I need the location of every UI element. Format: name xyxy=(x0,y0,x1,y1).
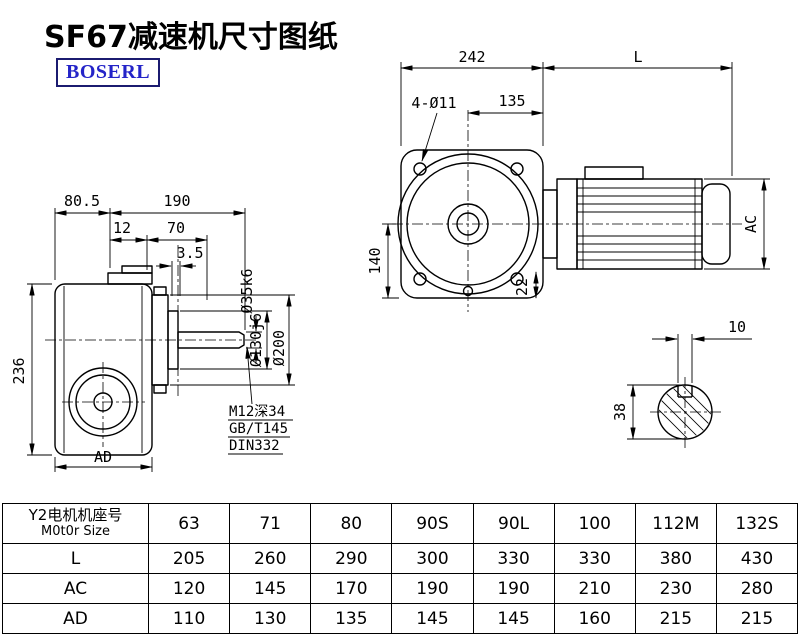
row-label: AD xyxy=(2,603,149,634)
motor-size-header-en: M0t0r Size xyxy=(40,523,111,539)
table-cell: 190 xyxy=(472,573,555,604)
col-header: 100 xyxy=(553,503,636,544)
table-cell: 300 xyxy=(391,543,474,574)
dim-140-label: 140 xyxy=(366,247,384,274)
table-cell: 330 xyxy=(553,543,636,574)
dim-L-label: L xyxy=(633,48,642,66)
side-view-dimensions: 80.5 190 12 70 3.5 236 AD xyxy=(10,192,295,472)
dim-12-label: 12 xyxy=(113,219,131,237)
table-cell: 260 xyxy=(229,543,312,574)
table-cell: 280 xyxy=(715,573,799,604)
dim-AD-label: AD xyxy=(94,448,112,466)
table-row-L: L 205 260 290 300 330 330 380 430 xyxy=(2,543,799,574)
dim-236-label: 236 xyxy=(10,357,28,384)
col-header: 90L xyxy=(472,503,555,544)
bolt-hole xyxy=(413,272,427,286)
table-cell: 230 xyxy=(634,573,717,604)
dim-242-label: 242 xyxy=(458,48,485,66)
technical-drawing: 242 L 4-Ø11 135 140 22 AC xyxy=(10,48,770,472)
dim-22-label: 22 xyxy=(513,278,531,296)
table-cell: 145 xyxy=(472,603,555,634)
dim-keyway-width-label: 10 xyxy=(728,318,746,336)
table-cell: 210 xyxy=(553,573,636,604)
table-cell: 130 xyxy=(229,603,312,634)
logo-text: BOSERL xyxy=(66,61,151,83)
col-header: 71 xyxy=(229,503,312,544)
table-cell: 135 xyxy=(310,603,393,634)
table-row-AD: AD 110 130 135 145 145 160 215 215 xyxy=(2,603,799,634)
dim-135-label: 135 xyxy=(498,92,525,110)
note-din-standard: DIN332 xyxy=(229,438,280,454)
shaft-section-view: 10 38 xyxy=(611,318,752,449)
col-header: 90S xyxy=(391,503,474,544)
table-row-AC: AC 120 145 170 190 190 210 230 280 xyxy=(2,573,799,604)
motor-outline xyxy=(542,166,731,270)
table-cell: 145 xyxy=(391,603,474,634)
boserl-logo: BOSERL xyxy=(56,58,161,87)
dim-AC-label: AC xyxy=(742,215,760,233)
table-cell: 330 xyxy=(472,543,555,574)
table-cell: 215 xyxy=(634,603,717,634)
table-cell: 190 xyxy=(391,573,474,604)
dim-190-label: 190 xyxy=(163,192,190,210)
row-label: L xyxy=(2,543,149,574)
table-cell: 120 xyxy=(147,573,231,604)
col-header: 63 xyxy=(147,503,231,544)
bolt-hole xyxy=(510,272,524,286)
motor-size-header-cn: Y2电机机座号 xyxy=(28,506,123,525)
table-cell: 145 xyxy=(229,573,312,604)
note-tapped-hole: M12深34 xyxy=(229,404,285,420)
table-cell: 205 xyxy=(147,543,231,574)
dim-80-5-label: 80.5 xyxy=(64,192,100,210)
note-gb-standard: GB/T145 xyxy=(229,421,288,437)
bolt-hole xyxy=(413,162,427,176)
table-cell: 290 xyxy=(310,543,393,574)
table-cell: 430 xyxy=(715,543,799,574)
motor-size-header-cell: Y2电机机座号 M0t0r Size xyxy=(2,503,149,544)
dim-shaft-dia-label: Ø35k6 xyxy=(238,268,256,313)
dim-70-label: 70 xyxy=(167,219,185,237)
col-header: 112M xyxy=(634,503,717,544)
table-cell: 170 xyxy=(310,573,393,604)
dim-shaft-38-label: 38 xyxy=(611,403,629,421)
page-title: SF67减速机尺寸图纸 xyxy=(44,20,338,55)
bolt-hole xyxy=(510,162,524,176)
dim-holes-label: 4-Ø11 xyxy=(411,94,456,112)
table-cell: 380 xyxy=(634,543,717,574)
dim-3-5-label: 3.5 xyxy=(176,244,203,262)
table-header-row: Y2电机机座号 M0t0r Size 63 71 80 90S 90L 100 … xyxy=(2,503,799,544)
col-header: 80 xyxy=(310,503,393,544)
terminal-box xyxy=(584,166,644,180)
front-view xyxy=(392,110,742,312)
table-cell: 160 xyxy=(553,603,636,634)
side-view xyxy=(45,245,258,456)
front-view-dimensions: 242 L 4-Ø11 135 140 22 AC xyxy=(366,48,770,299)
col-header: 132S xyxy=(715,503,799,544)
dimension-table: Y2电机机座号 M0t0r Size 63 71 80 90S 90L 100 … xyxy=(2,503,799,634)
table-cell: 215 xyxy=(715,603,799,634)
table-cell: 110 xyxy=(147,603,231,634)
dim-flange-dia-label: Ø200 xyxy=(270,330,288,366)
dim-spigot-dia-label: Ø130j6 xyxy=(247,313,265,367)
row-label: AC xyxy=(2,573,149,604)
